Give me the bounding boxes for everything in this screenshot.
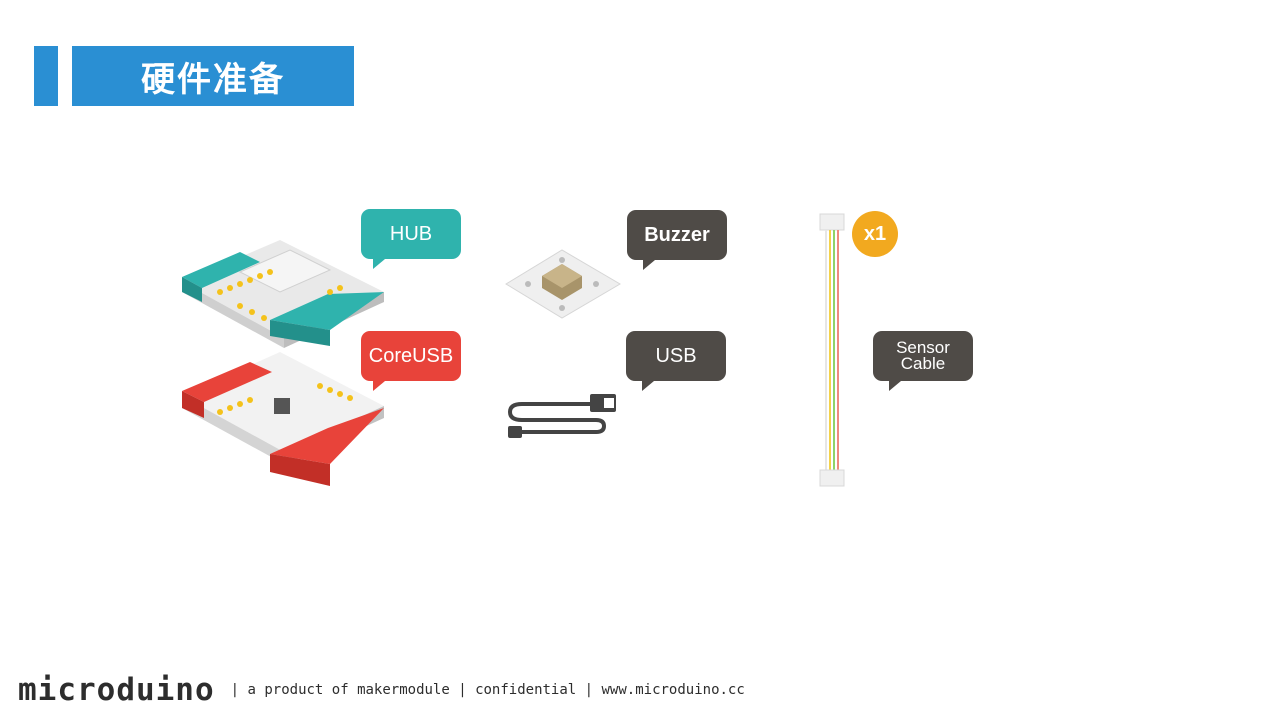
sensor-label-line1: Sensor xyxy=(896,338,950,357)
sensor-label-line2: Cable xyxy=(900,354,946,373)
footer: microduino | a product of makermodule | … xyxy=(18,670,745,710)
coreusb-module-image xyxy=(182,352,384,486)
usb-label: USB xyxy=(626,331,726,391)
sensor-cable-label: Sensor Cable xyxy=(873,331,973,391)
title-accent-bar xyxy=(34,46,58,106)
sensor-cable-image xyxy=(819,213,845,487)
usb-cable-image xyxy=(507,394,616,438)
microduino-logo: microduino xyxy=(18,672,215,708)
hub-module-image xyxy=(182,240,384,348)
page-title: 硬件准备 xyxy=(72,46,354,106)
coreusb-label: CoreUSB xyxy=(361,331,461,391)
buzzer-label: Buzzer xyxy=(627,210,727,270)
quantity-badge: x1 xyxy=(852,211,898,257)
hub-label: HUB xyxy=(361,209,461,269)
buzzer-module-image xyxy=(505,249,621,319)
footer-tagline: | a product of makermodule | confidentia… xyxy=(230,682,745,698)
